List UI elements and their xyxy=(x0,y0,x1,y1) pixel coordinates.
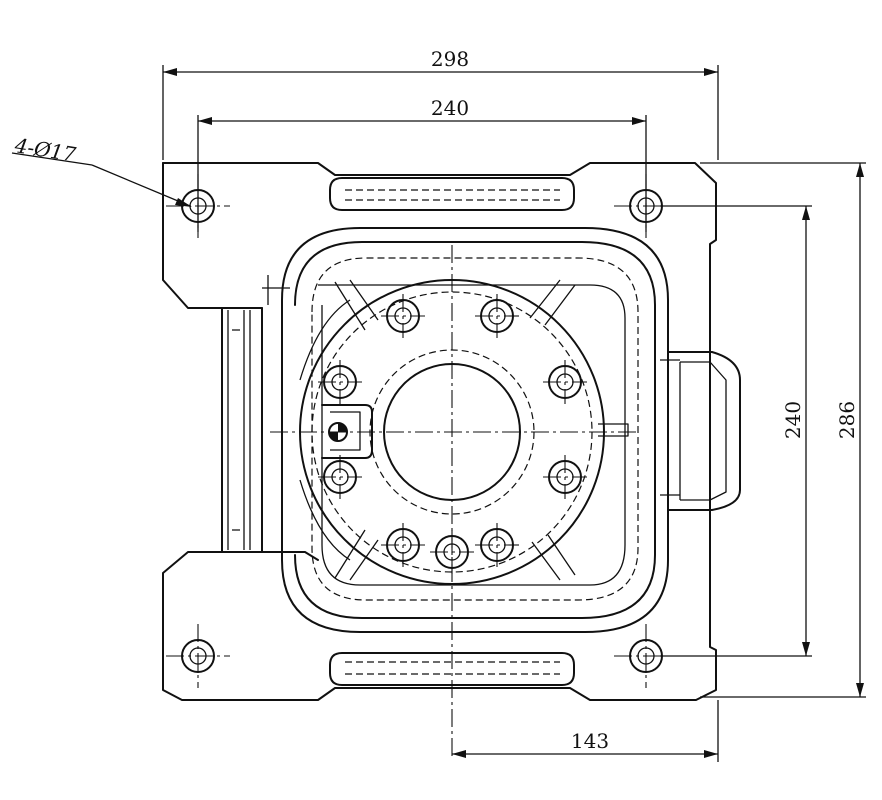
dimension-overall-height: 286 xyxy=(700,162,866,698)
dimension-hole-spacing-x: 240 xyxy=(197,96,647,232)
locating-pin xyxy=(328,422,348,442)
right-boss xyxy=(667,351,741,511)
flange-bolt-hole xyxy=(381,523,425,567)
dim-label-143: 143 xyxy=(571,729,609,753)
housing xyxy=(281,227,669,633)
mounting-holes xyxy=(166,174,678,688)
center-lines xyxy=(262,245,680,760)
mounting-hole xyxy=(166,624,230,688)
dim-label-240-vertical: 240 xyxy=(781,401,805,439)
flange-bolt-hole xyxy=(318,455,362,499)
bottom-slot xyxy=(329,652,575,686)
hole-callout-leader: 4-Ø17 xyxy=(11,133,192,207)
flange-bolt-hole xyxy=(475,294,519,338)
base-plate-outline xyxy=(162,162,717,701)
flange-bolt-hole xyxy=(475,523,519,567)
dim-label-hole-callout: 4-Ø17 xyxy=(12,133,78,166)
top-slot xyxy=(329,177,575,211)
flange-bolt-hole xyxy=(318,360,362,404)
dim-label-286: 286 xyxy=(835,401,859,439)
flange-bolt-hole xyxy=(543,360,587,404)
dimension-hole-spacing-y: 240 xyxy=(660,205,812,657)
flange-bolt-hole xyxy=(543,455,587,499)
dimension-overall-width: 298 xyxy=(162,47,719,160)
dim-label-298: 298 xyxy=(431,47,469,71)
dim-label-240-horizontal: 240 xyxy=(431,96,469,120)
flange-bolt-hole xyxy=(381,294,425,338)
dimension-center-offset: 143 xyxy=(452,700,719,762)
